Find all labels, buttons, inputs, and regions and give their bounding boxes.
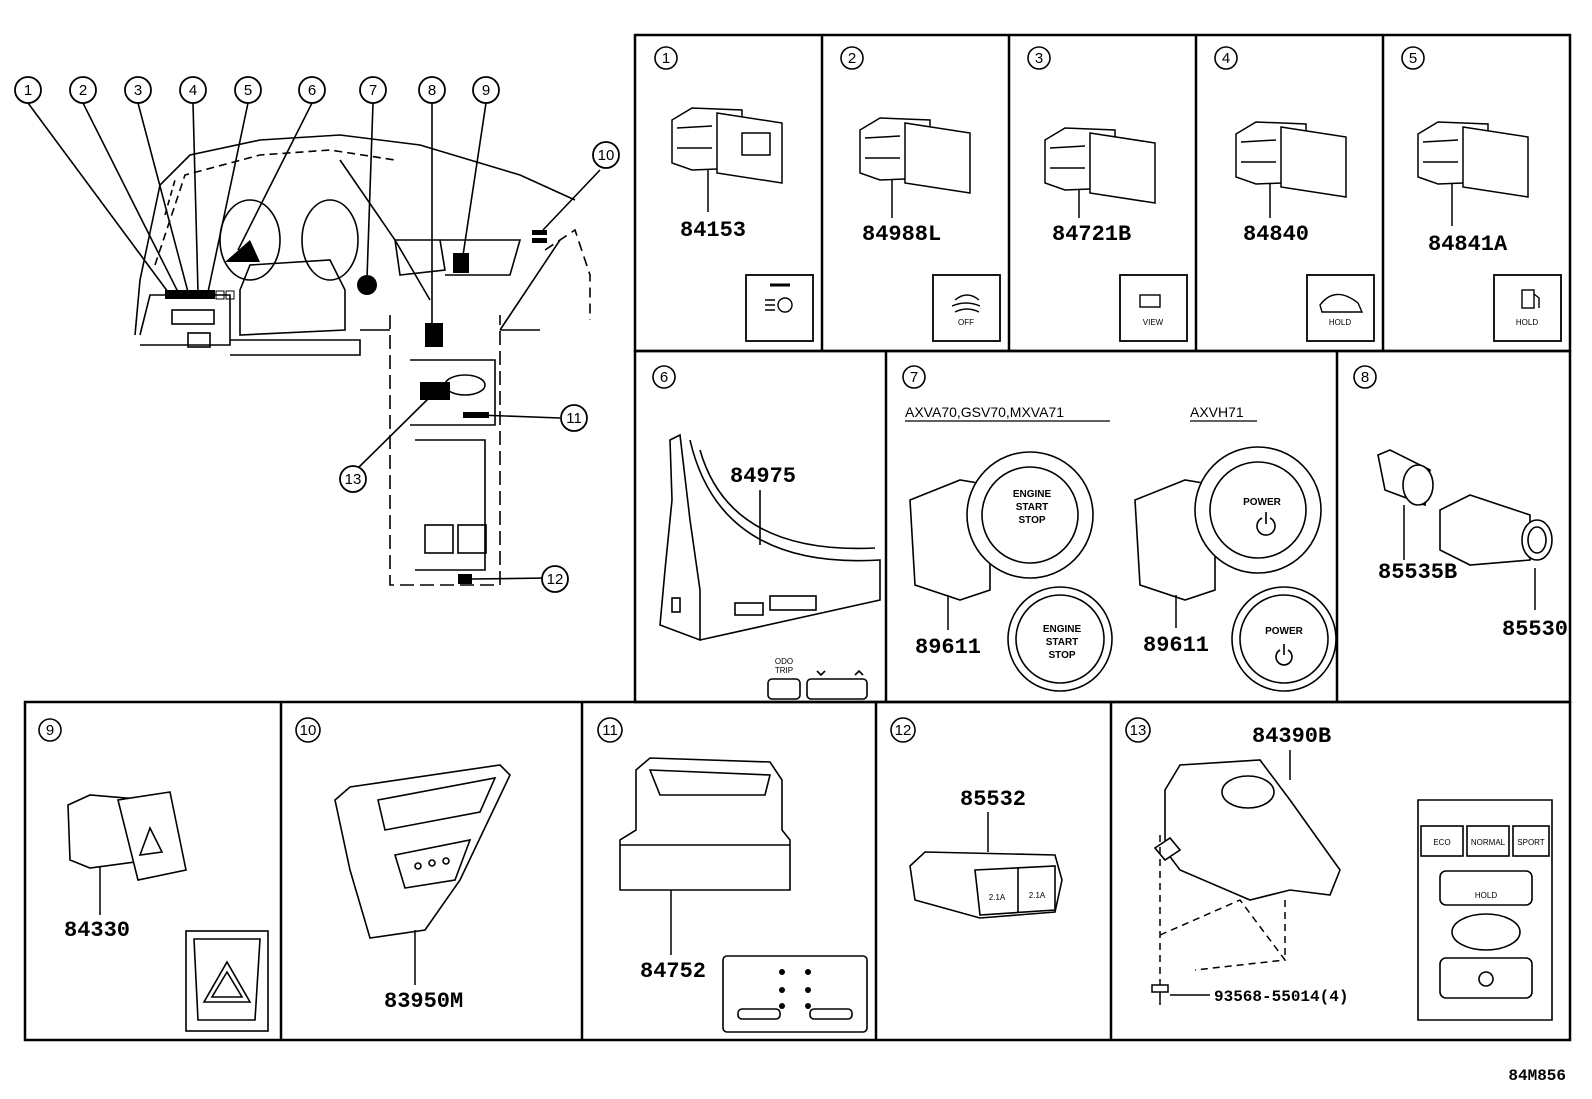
odo-label: ODO — [775, 657, 793, 666]
camera-view-icon — [1119, 274, 1188, 342]
callout-2: 2 — [79, 82, 87, 99]
part-93568-55014: 93568-55014(4) — [1214, 988, 1348, 1006]
view-label: VIEW — [1143, 318, 1164, 327]
panel-13-dashed — [1159, 835, 1287, 985]
panel-11-number: 11 — [602, 722, 618, 739]
panel-13-number: 13 — [1130, 722, 1147, 739]
power-icons — [1256, 512, 1293, 666]
svg-text:START: START — [1046, 637, 1079, 648]
callout-13: 13 — [345, 471, 362, 488]
drive-mode-labels: ECO NORMAL SPORT HOLD — [1433, 838, 1544, 900]
top-row-icon-boxes — [745, 274, 1562, 342]
callout-7: 7 — [369, 82, 377, 99]
panel-numbers: 1 2 3 4 5 6 7 8 9 10 11 12 13 — [38, 46, 1425, 743]
off-label: OFF — [958, 318, 974, 327]
sport-label: SPORT — [1517, 838, 1545, 847]
part-84721B: 84721B — [1052, 222, 1131, 247]
callout-11: 11 — [566, 410, 582, 427]
part-89611-b: 89611 — [1143, 633, 1209, 658]
callout-4: 4 — [189, 82, 197, 99]
top-row-switches — [671, 107, 1529, 226]
panel-11-module — [619, 757, 868, 1033]
svg-text:STOP: STOP — [1018, 515, 1045, 526]
panel-7-number: 7 — [910, 369, 918, 386]
diagram-code: 84M856 — [1508, 1067, 1566, 1085]
panel-9-number: 9 — [46, 722, 54, 739]
hold-label-13: HOLD — [1475, 891, 1497, 900]
usb-label-1: 2.1A — [989, 893, 1006, 902]
svg-text:START: START — [1016, 502, 1049, 513]
callout-6: 6 — [308, 82, 316, 99]
panel-13-drive-mode-panel — [1417, 799, 1553, 1021]
top-row-icon-glyphs — [765, 283, 1540, 313]
panel-6-trim — [659, 433, 881, 642]
panel-8-number: 8 — [1361, 369, 1369, 386]
callout-9: 9 — [482, 82, 490, 99]
part-83950M: 83950M — [384, 989, 463, 1014]
panel-grid — [23, 33, 1572, 1042]
part-85535B: 85535B — [1378, 560, 1457, 585]
panel-7-switches — [909, 446, 1337, 692]
overview-leaders — [27, 102, 601, 580]
svg-text:ENGINE: ENGINE — [1013, 489, 1052, 500]
part-84988L: 84988L — [862, 222, 941, 247]
hold-label-5: HOLD — [1516, 318, 1538, 327]
callout-5: 5 — [244, 82, 252, 99]
svg-text:STOP: STOP — [1048, 650, 1075, 661]
part-84752: 84752 — [640, 959, 706, 984]
callout-12: 12 — [547, 571, 564, 588]
top-row-icon-labels: OFF VIEW HOLD HOLD — [958, 318, 1538, 327]
part-84975: 84975 — [730, 464, 796, 489]
part-85532: 85532 — [960, 787, 1026, 812]
overview-callouts: 1 2 3 4 5 6 7 8 9 10 11 12 13 — [14, 76, 620, 593]
usb-label-2: 2.1A — [1029, 891, 1046, 900]
part-89611-a: 89611 — [915, 635, 981, 660]
panel-2-number: 2 — [848, 50, 856, 67]
hold-label-4: HOLD — [1329, 318, 1351, 327]
traction-control-off-icon — [932, 274, 1001, 342]
panel-12-number: 12 — [895, 722, 912, 739]
dashboard-overview — [134, 134, 591, 586]
callout-3: 3 — [134, 82, 142, 99]
svg-text:ENGINE: ENGINE — [1043, 624, 1082, 635]
panel-9-hazard — [67, 791, 269, 1032]
panel-8-sockets — [1377, 449, 1553, 566]
part-84390B: 84390B — [1252, 724, 1331, 749]
top-row-part-numbers: 84153 84988L 84721B 84840 84841A — [680, 218, 1508, 257]
part-84840: 84840 — [1243, 222, 1309, 247]
panel-5-number: 5 — [1409, 50, 1417, 67]
part-85530: 85530 — [1502, 617, 1568, 642]
panel-11-dots — [779, 969, 811, 1009]
trip-label: TRIP — [775, 666, 793, 675]
panel-10-module — [334, 764, 511, 939]
callout-10: 10 — [598, 147, 615, 164]
panel-13-bolt — [1151, 984, 1169, 1005]
variant-label-2: AXVH71 — [1190, 404, 1244, 420]
brake-hold-icon — [1306, 274, 1375, 342]
part-84153: 84153 — [680, 218, 746, 243]
panel-10-number: 10 — [300, 722, 317, 739]
panel-3-number: 3 — [1035, 50, 1043, 67]
panel-4-number: 4 — [1222, 50, 1230, 67]
panel-6-button-detail — [767, 669, 868, 700]
callout-1: 1 — [24, 82, 32, 99]
engine-start-button-text: ENGINE START STOP ENGINE START STOP POWE… — [1013, 489, 1304, 661]
svg-text:POWER: POWER — [1243, 497, 1282, 508]
part-84841A: 84841A — [1428, 232, 1508, 257]
panel-13-shifter — [1153, 759, 1341, 901]
variant-label-1: AXVA70,GSV70,MXVA71 — [905, 404, 1064, 420]
callout-8: 8 — [428, 82, 436, 99]
panel-6-number: 6 — [660, 369, 668, 386]
overview-highlights — [165, 230, 547, 584]
panel-12-usb — [909, 851, 1063, 919]
eco-label: ECO — [1433, 838, 1450, 847]
part-84330: 84330 — [64, 918, 130, 943]
normal-label: NORMAL — [1471, 838, 1506, 847]
panel-1-number: 1 — [662, 50, 670, 67]
svg-text:POWER: POWER — [1265, 626, 1304, 637]
